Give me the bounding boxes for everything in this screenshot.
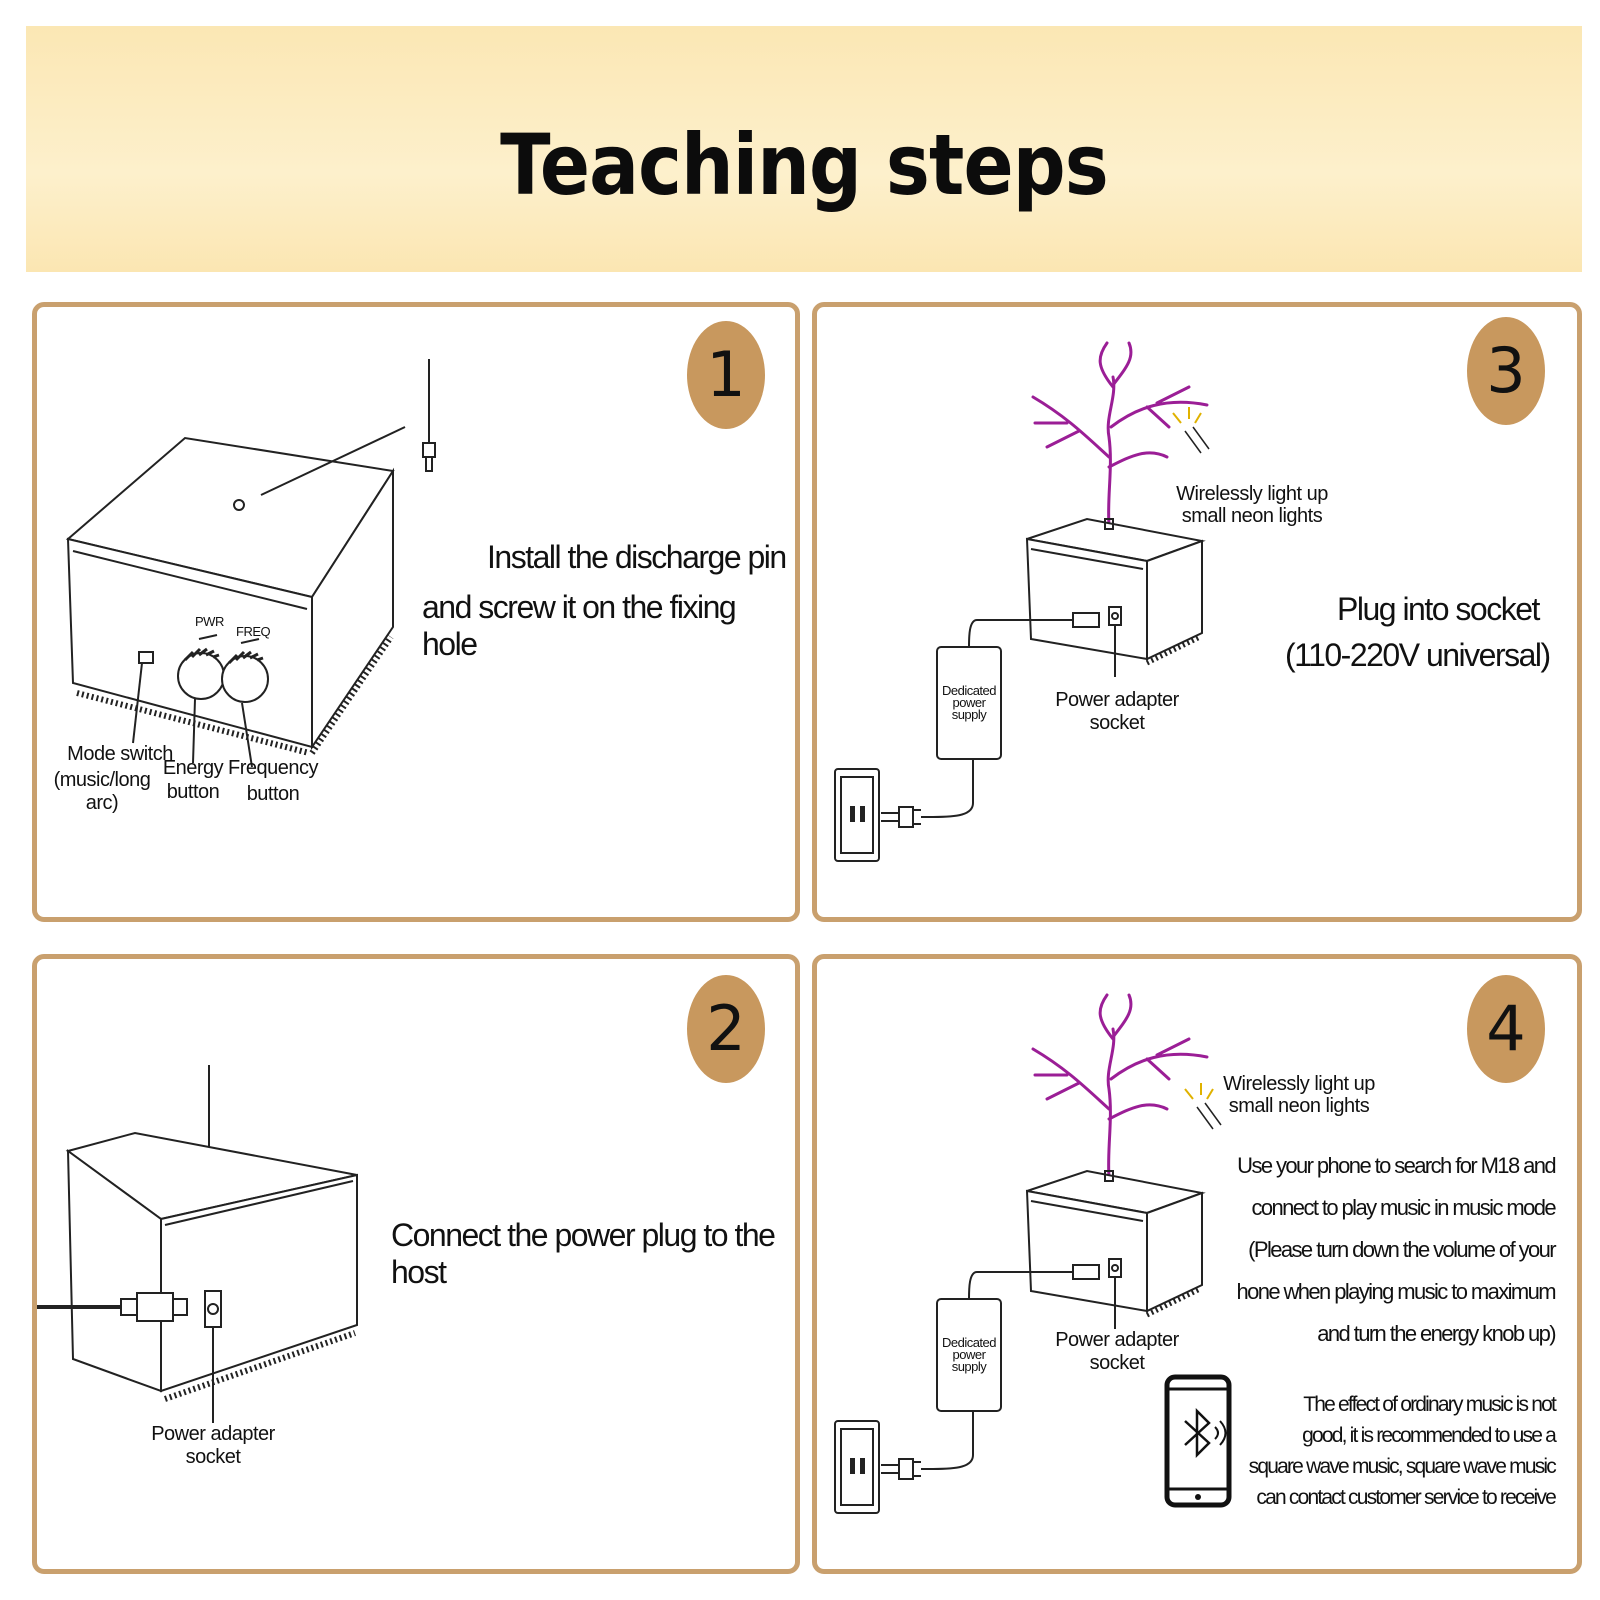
page-title: Teaching steps [500,116,1109,214]
step-3-instruction-line1: Plug into socket [1337,591,1540,627]
step-4-number-badge: 4 [1467,975,1545,1083]
step-3-number-badge: 3 [1467,317,1545,425]
step-4-instruction-line: (Please turn down the volume of your [1248,1237,1556,1262]
step-1-instruction-line2: and screw it on the fixing hole [422,589,737,662]
step-3-neon-label-line1: Wirelessly light up [1176,483,1328,505]
step-4-supply-label-line2: power [952,1347,986,1362]
step-4-supply-label-line1: Dedicated [941,1335,997,1350]
step-1-panel: 1 Install the discharge pin and screw it… [32,302,800,922]
step-4-note-line: good, it is recommended to use a [1302,1424,1557,1447]
energy-button-label-line1: Energy [162,757,224,779]
step-4-instruction-line: connect to play music in music mode [1251,1195,1557,1220]
step-4-neon-label-line1: Wirelessly light up [1223,1073,1375,1095]
phone-bluetooth-icon [1164,1374,1232,1508]
header-banner: Teaching steps [26,26,1582,272]
step-4-supply-label-line3: supply [951,1359,987,1374]
step-4-note-line: square wave music, square wave music [1248,1455,1557,1478]
step-2-panel: 2 Connect the power plug to the host Pow… [32,954,800,1574]
step-3-supply-label-line2: power [952,695,986,710]
step-3-device-illustration [834,341,1210,862]
step-2-device-illustration [37,1065,358,1423]
step-1-instruction-line1: Install the discharge pin [487,539,787,575]
mode-switch-label-line1: Mode switch [67,743,173,765]
step-4-instruction-line: and turn the energy knob up) [1317,1321,1556,1346]
step-4-device-illustration [834,993,1232,1514]
step-3-neon-label-line2: small neon lights [1181,505,1323,527]
step-4-instruction-paragraph: Use your phone to search for M18 and con… [1195,1145,1557,1355]
step-3-instruction-line2: (110-220V universal) [1285,637,1551,673]
frequency-button-label-line1: Frequency [228,757,319,779]
step-4-socket-label: Power adapter socket [1055,1329,1179,1374]
pwr-label: PWR [195,614,224,629]
step-2-socket-label: Power adapter socket [151,1423,275,1468]
step-1-device-illustration [65,359,436,768]
step-2-number-badge: 2 [687,975,765,1083]
step-4-note-paragraph: The effect of ordinary music is not good… [1215,1389,1557,1513]
step-3-supply-label-line3: supply [951,707,987,722]
step-1-number-badge: 1 [687,321,765,429]
frequency-button-label-line2: button [246,783,300,805]
step-3-panel: 3 Wirelessly light up small neon lights … [812,302,1582,922]
step-4-neon-label-line2: small neon lights [1228,1095,1370,1117]
step-4-instruction-line: hone when playing music to maximum [1236,1279,1556,1304]
step-4-instruction-line: Use your phone to search for M18 and [1237,1153,1556,1178]
step-4-panel: 4 Wirelessly light up small neon lights … [812,954,1582,1574]
step-3-socket-label: Power adapter socket [1055,689,1179,734]
energy-button-label-line2: button [166,781,220,803]
step-4-note-line: The effect of ordinary music is not [1303,1393,1557,1416]
freq-label: FREQ [236,624,271,639]
step-4-note-line: can contact customer service to receive [1256,1486,1556,1509]
step-2-instruction: Connect the power plug to the host [391,1217,776,1290]
mode-switch-label-line2: (music/long arc) [53,769,151,814]
step-3-supply-label-line1: Dedicated [941,683,997,698]
